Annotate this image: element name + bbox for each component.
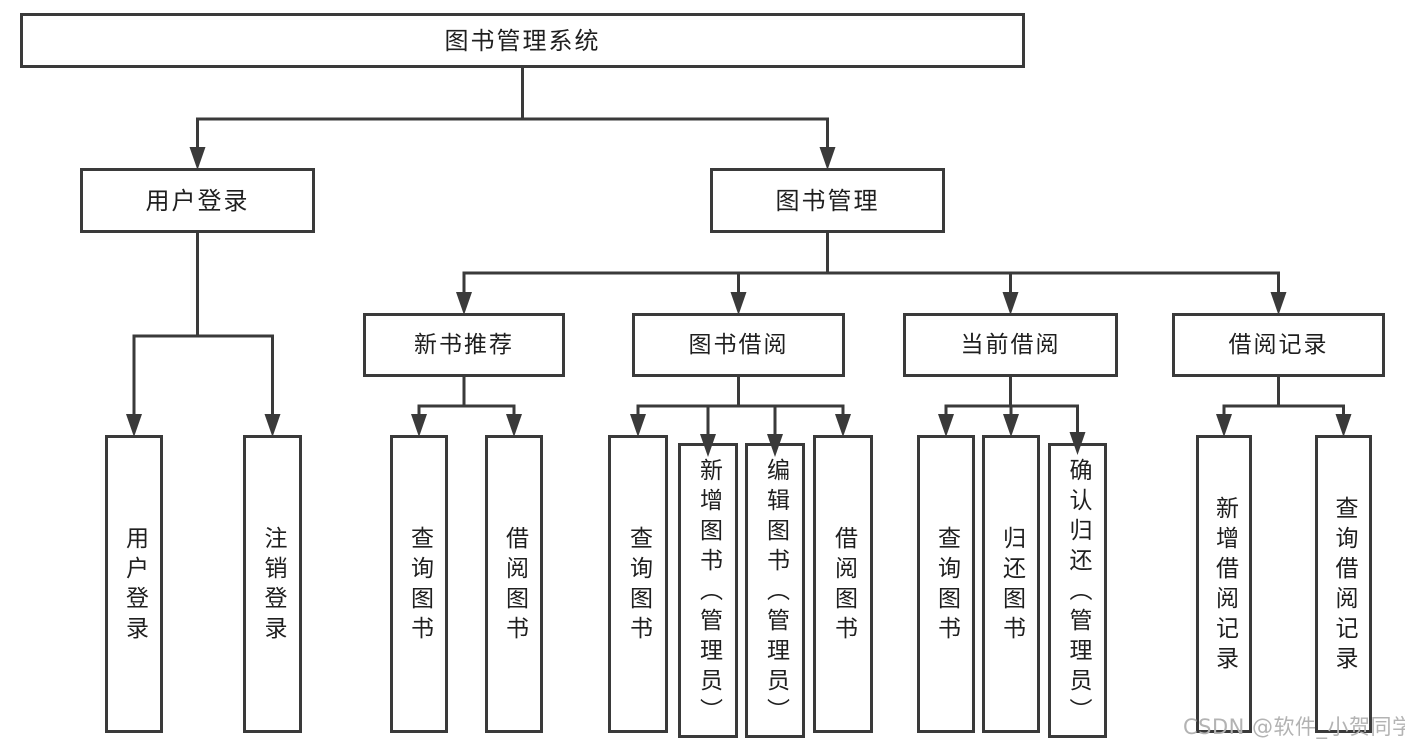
node-book-management: 图书管理 xyxy=(710,168,945,233)
node-borrowing-records: 借阅记录 xyxy=(1172,313,1385,377)
leaf-logout: 注销登录 xyxy=(243,435,302,733)
node-user-login: 用户登录 xyxy=(80,168,315,233)
leaf-add-borrow-record: 新增借阅记录 xyxy=(1196,435,1252,733)
node-book-borrowing: 图书借阅 xyxy=(632,313,845,377)
leaf-edit-book-admin: 编辑图书（管理员） xyxy=(745,443,805,738)
leaf-search-borrow-record: 查询借阅记录 xyxy=(1315,435,1372,733)
node-library-management-system: 图书管理系统 xyxy=(20,13,1025,68)
csdn-watermark: CSDN @软件_小贺同学 xyxy=(1183,715,1405,739)
leaf-borrow-books-recommend: 借阅图书 xyxy=(485,435,543,733)
leaf-add-book-admin: 新增图书（管理员） xyxy=(678,443,738,738)
leaf-search-books-borrow: 查询图书 xyxy=(608,435,668,733)
leaf-borrow-books: 借阅图书 xyxy=(813,435,873,733)
leaf-user-login: 用户登录 xyxy=(105,435,163,733)
leaf-return-book: 归还图书 xyxy=(982,435,1040,733)
leaf-search-books-recommend: 查询图书 xyxy=(390,435,448,733)
leaf-search-books-current: 查询图书 xyxy=(917,435,975,733)
node-new-book-recommendation: 新书推荐 xyxy=(363,313,565,377)
leaf-confirm-return-admin: 确认归还（管理员） xyxy=(1048,443,1107,738)
node-current-borrowing: 当前借阅 xyxy=(903,313,1118,377)
